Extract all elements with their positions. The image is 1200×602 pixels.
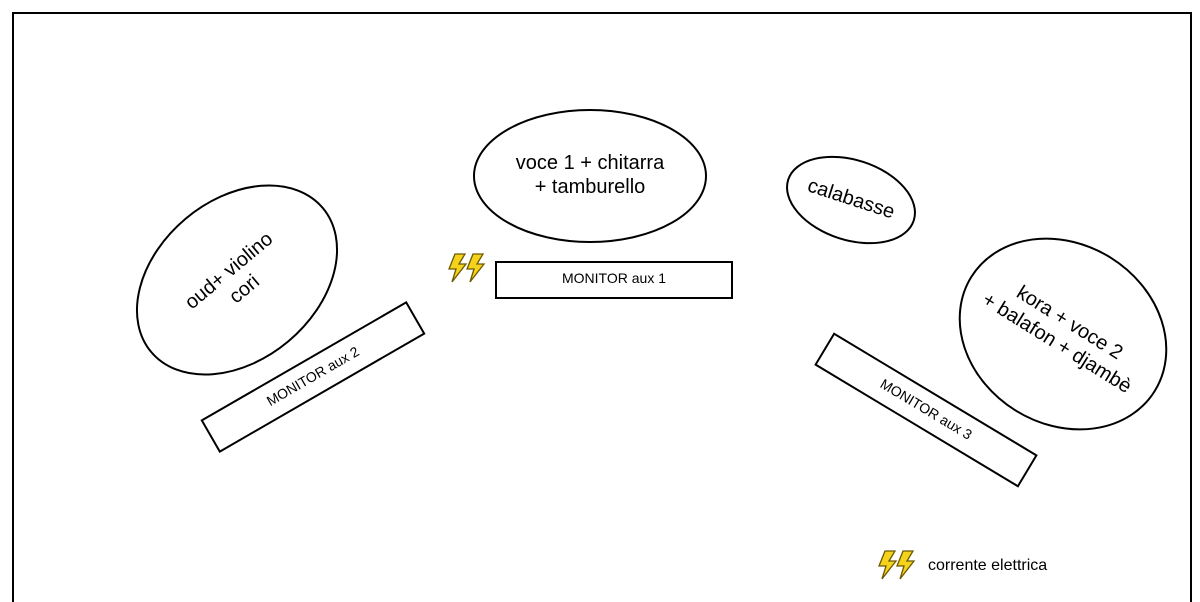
voce1-label: voce 1 + chitarra + tamburello <box>515 152 665 199</box>
monitor2-box <box>200 301 426 453</box>
voce1-ellipse <box>473 109 707 243</box>
legend-lightning-icon <box>878 550 916 580</box>
oud-ellipse <box>135 184 339 376</box>
calabasse-ellipse <box>786 155 916 245</box>
legend-label: corrente elettrica <box>928 557 1048 574</box>
monitor1-label: MONITOR aux 1 <box>562 270 666 286</box>
monitor3-box <box>814 332 1038 488</box>
lightning-icon <box>448 253 486 283</box>
monitor1-box <box>495 261 733 299</box>
kora-ellipse <box>958 237 1168 431</box>
